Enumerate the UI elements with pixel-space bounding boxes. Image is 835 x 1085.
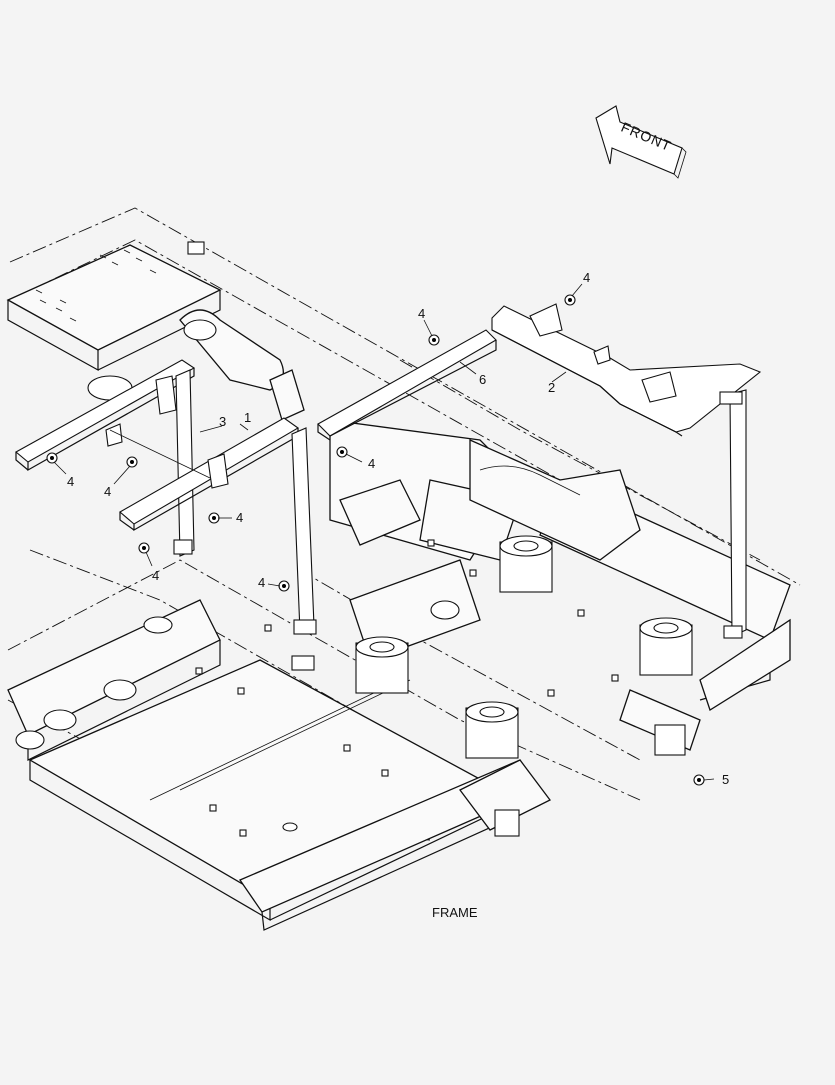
pivot-mount-4 [465,701,519,759]
callout-4c: 4 [152,568,159,583]
rear-hinge-assembly [87,309,305,421]
callout-numbers: 4 4 4 4 4 4 4 4 5 1 3 2 6 [67,270,729,787]
rear-deck-plate [6,241,222,372]
bolt-4-f [336,446,348,458]
callout-4g: 4 [418,306,425,321]
callout-5: 5 [722,772,729,787]
bolt-5 [693,774,705,786]
bolt-4-d [208,512,220,524]
callout-4d: 4 [236,510,243,525]
callout-6: 6 [479,372,486,387]
frame-bolts [195,539,619,837]
part-3-bracket [15,359,196,557]
bolt-4-g [428,334,440,346]
diagram-caption: FRAME [432,905,478,920]
rear-crossmember [469,438,641,561]
bolt-4-b [126,456,138,468]
leader-lines [53,283,715,781]
callout-4e: 4 [258,575,265,590]
bolt-4-a [46,452,58,464]
part-1-bracket [109,417,317,671]
front-direction-arrow: FRONT [595,105,687,179]
front-end-plate [239,759,551,931]
left-side-rail [7,599,221,761]
bolt-4-c [138,542,150,554]
pivot-mount-2 [639,617,693,676]
callout-3: 3 [219,414,226,429]
pivot-mount-3 [355,636,409,694]
callout-4a: 4 [67,474,74,489]
part-6-bar [317,329,497,441]
callout-4h: 4 [583,270,590,285]
callout-2: 2 [548,380,555,395]
callout-4b: 4 [104,484,111,499]
callout-4f: 4 [368,456,375,471]
pivot-mount-1 [499,535,553,593]
callout-1: 1 [244,410,251,425]
bolt-4-h [564,294,576,306]
bolt-4-e [278,580,290,592]
part-2-bracket [491,303,762,639]
